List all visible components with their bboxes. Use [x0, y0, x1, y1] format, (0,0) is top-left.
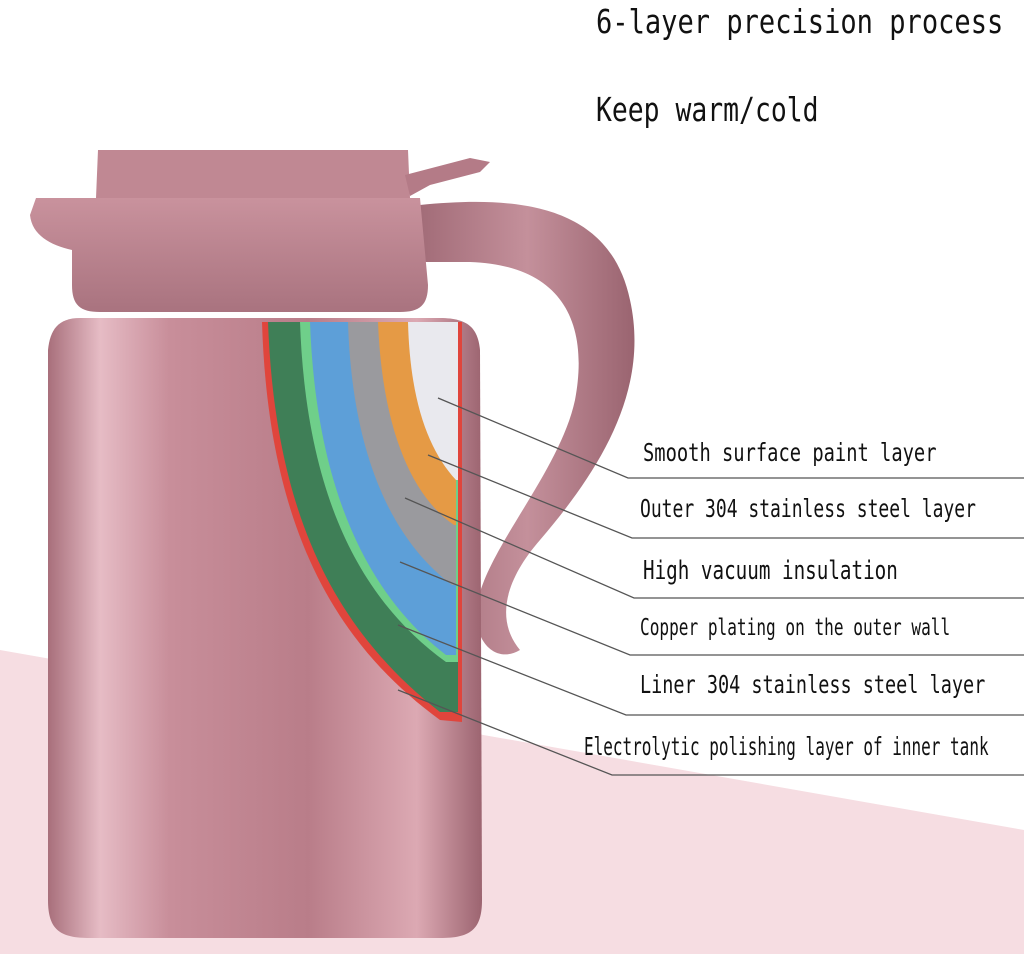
kettle-handle	[420, 201, 635, 655]
kettle-neck	[30, 198, 428, 312]
leader-line-6	[397, 689, 1024, 776]
leader-line-2	[427, 454, 1024, 539]
cutaway-layers	[262, 322, 462, 722]
leader-line-4	[399, 561, 1024, 656]
layer-label-3: High vacuum insulation	[643, 556, 898, 586]
layer-label-6: Electrolytic polishing layer of inner ta…	[584, 732, 989, 761]
lid-tab	[405, 158, 490, 196]
kettle-lid	[96, 150, 410, 198]
layer-label-5: Liner 304 stainless steel layer	[640, 670, 986, 699]
headline-title: 6-layer precision process	[596, 2, 1004, 41]
leader-line-5	[397, 624, 1024, 716]
layer-paint-band	[408, 322, 458, 480]
layer-label-4: Copper plating on the outer wall	[640, 615, 951, 641]
layer-label-2: Outer 304 stainless steel layer	[640, 494, 976, 523]
layer-label-1: Smooth surface paint layer	[643, 438, 937, 467]
leader-line-3	[404, 497, 1024, 599]
leader-line-1	[437, 397, 1024, 479]
headline-subtitle: Keep warm/cold	[596, 90, 819, 129]
